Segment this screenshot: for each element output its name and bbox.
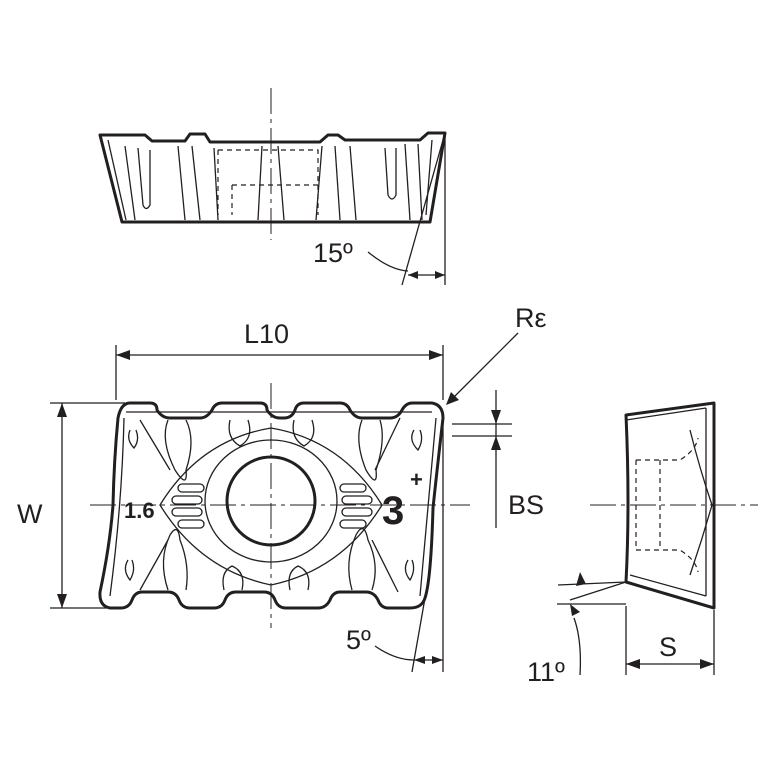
- mounting-hole-land: [204, 439, 338, 563]
- side-profile-view: 15º: [98, 88, 447, 286]
- corner-radius-label: Rε: [515, 303, 547, 333]
- chipbreaker-ribs: [124, 417, 423, 593]
- width-label: W: [17, 499, 43, 529]
- end-profile-view: 11º S: [527, 401, 758, 687]
- insert-outline: [98, 401, 445, 610]
- bevel-label: BS: [508, 490, 544, 520]
- clearance-arc: [573, 617, 582, 676]
- end-profile-bore: [635, 437, 699, 573]
- clearance-ray: [569, 581, 627, 601]
- side-profile-grooves: [107, 139, 433, 221]
- angle-top-arc: [367, 251, 409, 272]
- chipbreaker-dimples: [171, 483, 373, 529]
- side-profile-outline: [98, 131, 447, 224]
- clearance-angle-label: 11º: [527, 657, 565, 687]
- radius-marking: 1.6: [124, 498, 155, 523]
- thickness-label: S: [659, 632, 677, 662]
- grade-suffix-marking: +: [410, 467, 423, 492]
- clearance-reference-line: [557, 581, 627, 586]
- insert-facet-line: [109, 411, 437, 597]
- angle-top-label: 15º: [313, 238, 353, 268]
- angle-top-ray: [401, 132, 446, 286]
- mounting-hole: [225, 455, 317, 547]
- angle-bottom-label: 5º: [346, 625, 371, 655]
- grade-marking: 3: [382, 489, 404, 533]
- length-label: L10: [244, 319, 289, 349]
- plan-view: L10 W Rε BS: [17, 303, 547, 673]
- corner-radius-leader: [446, 332, 519, 405]
- angle-bottom-arc: [374, 645, 415, 661]
- side-profile-bore: [217, 149, 319, 215]
